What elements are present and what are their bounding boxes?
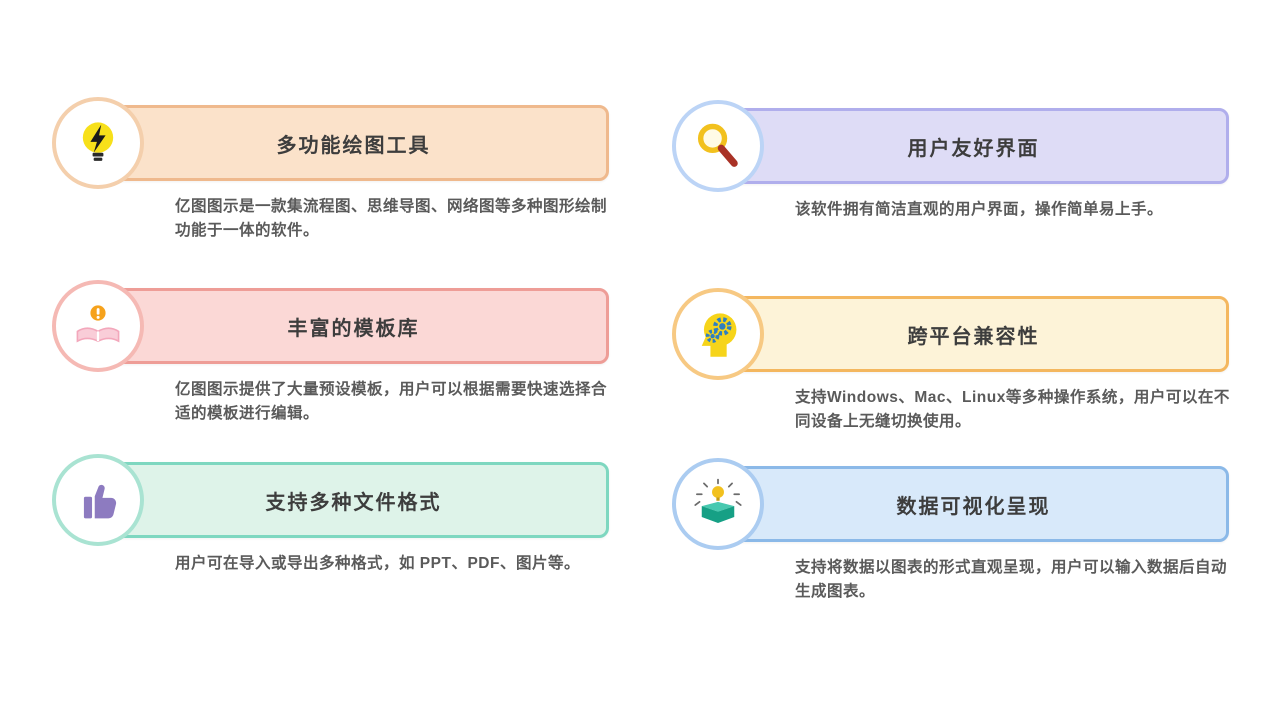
feature-card-cross-platform: 跨平台兼容性 支持Windows、Mac、Linux等多种操作系统，用户可以在不… <box>672 286 1237 456</box>
lightbulb-bolt-icon <box>72 117 124 169</box>
feature-title: 跨平台兼容性 <box>907 325 1040 348</box>
feature-card-friendly-ui: 用户友好界面 该软件拥有简洁直观的用户界面，操作简单易上手。 <box>672 98 1237 268</box>
feature-title: 用户友好界面 <box>907 137 1040 160</box>
feature-description: 亿图图示是一款集流程图、思维导图、网络图等多种图形绘制功能于一体的软件。 <box>175 198 608 240</box>
feature-banner: 丰富的模板库 <box>98 288 609 364</box>
feature-icon-circle <box>52 280 144 372</box>
feature-description: 亿图图示提供了大量预设模板，用户可以根据需要快速选择合适的模板进行编辑。 <box>175 381 608 423</box>
open-book-lamp-icon <box>72 300 124 352</box>
feature-card-file-formats: 支持多种文件格式 用户可在导入或导出多种格式，如 PPT、PDF、图片等。 <box>52 452 617 622</box>
feature-icon-circle <box>52 454 144 546</box>
feature-banner: 多功能绘图工具 <box>98 105 609 181</box>
feature-title: 数据可视化呈现 <box>896 495 1051 518</box>
feature-banner: 用户友好界面 <box>718 108 1229 184</box>
feature-description: 该软件拥有简洁直观的用户界面，操作简单易上手。 <box>795 201 1164 218</box>
head-gears-icon <box>692 308 744 360</box>
feature-icon-circle <box>52 97 144 189</box>
feature-banner: 数据可视化呈现 <box>718 466 1229 542</box>
feature-card-drawing-tools: 多功能绘图工具 亿图图示是一款集流程图、思维导图、网络图等多种图形绘制功能于一体… <box>52 95 617 265</box>
feature-icon-circle <box>672 458 764 550</box>
feature-title: 丰富的模板库 <box>287 317 420 340</box>
feature-banner: 跨平台兼容性 <box>718 296 1229 372</box>
magnifier-icon <box>692 120 744 172</box>
feature-description: 用户可在导入或导出多种格式，如 PPT、PDF、图片等。 <box>175 555 580 572</box>
thumbs-up-icon <box>72 474 124 526</box>
feature-icon-circle <box>672 288 764 380</box>
feature-card-template-library: 丰富的模板库 亿图图示提供了大量预设模板，用户可以根据需要快速选择合适的模板进行… <box>52 278 617 448</box>
feature-icon-circle <box>672 100 764 192</box>
feature-title: 支持多种文件格式 <box>265 491 442 514</box>
feature-title: 多功能绘图工具 <box>276 134 431 157</box>
feature-card-data-visualization: 数据可视化呈现 支持将数据以图表的形式直观呈现，用户可以输入数据后自动生成图表。 <box>672 456 1237 626</box>
feature-description: 支持将数据以图表的形式直观呈现，用户可以输入数据后自动生成图表。 <box>795 559 1228 601</box>
feature-banner: 支持多种文件格式 <box>98 462 609 538</box>
box-idea-icon <box>692 478 744 530</box>
feature-description: 支持Windows、Mac、Linux等多种操作系统，用户可以在不同设备上无缝切… <box>795 389 1230 431</box>
